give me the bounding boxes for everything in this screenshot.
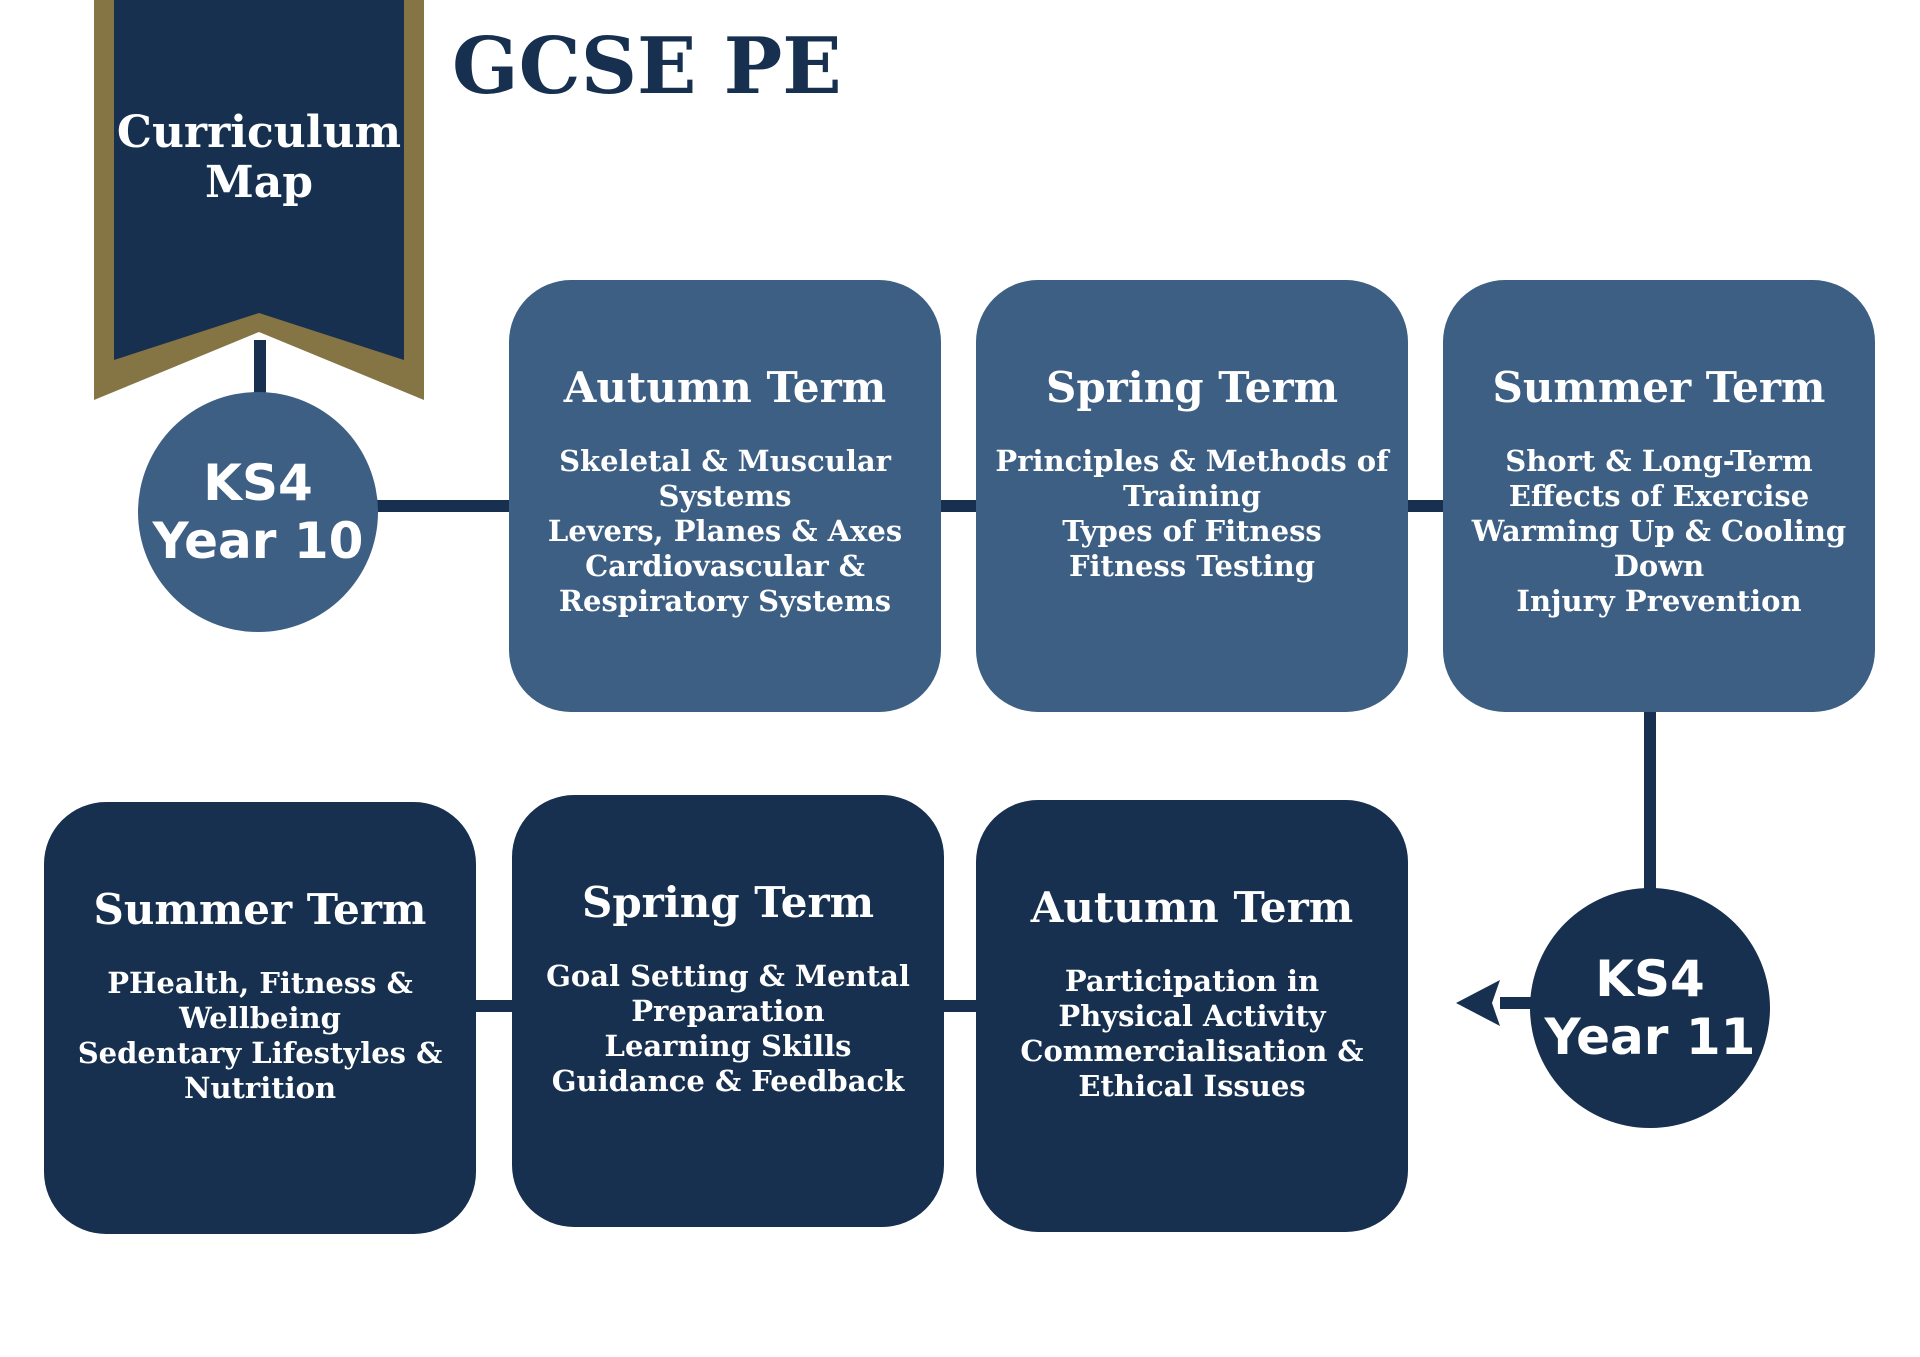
topic-line: Respiratory Systems	[558, 584, 892, 618]
year11-stage-circle: KS4 Year 11	[1530, 888, 1770, 1128]
year11-spring-card: Spring Term Goal Setting & Mental Prepar…	[512, 795, 944, 1227]
topic-line: PHealth, Fitness &	[107, 966, 413, 1000]
banner-label: Curriculum Map	[94, 108, 424, 208]
banner-line-1: Curriculum	[116, 107, 402, 158]
year10-spring-card: Spring Term Principles & Methods of Trai…	[976, 280, 1408, 712]
card-title: Spring Term	[1045, 363, 1339, 412]
topic-line: Physical Activity	[1058, 999, 1326, 1033]
topic-line: Sedentary Lifestyles &	[77, 1036, 443, 1070]
card-topics: Short & Long-Term Effects of Exercise Wa…	[1461, 444, 1857, 619]
topic-line: Goal Setting & Mental	[546, 959, 910, 993]
card-topics: Goal Setting & Mental Preparation Learni…	[530, 959, 926, 1099]
card-title: Autumn Term	[1030, 883, 1354, 932]
topic-line: Commercialisation &	[1020, 1034, 1364, 1068]
year10-year-label: Year 10	[152, 512, 364, 570]
curriculum-map-banner	[94, 0, 424, 400]
topic-line: Effects of Exercise	[1508, 479, 1810, 513]
topic-line: Down	[1613, 549, 1705, 583]
card-title: Autumn Term	[563, 363, 887, 412]
topic-line: Types of Fitness	[1062, 514, 1322, 548]
left-arrow-icon	[1456, 980, 1500, 1026]
topic-line: Warming Up & Cooling	[1471, 514, 1847, 548]
card-title: Summer Term	[1492, 363, 1826, 412]
year10-summer-card: Summer Term Short & Long-Term Effects of…	[1443, 280, 1875, 712]
year10-stage-label: KS4	[203, 454, 313, 512]
topic-line: Fitness Testing	[1068, 549, 1316, 583]
banner-line-2: Map	[205, 157, 313, 208]
year10-autumn-card: Autumn Term Skeletal & Muscular Systems …	[509, 280, 941, 712]
topic-line: Preparation	[631, 994, 825, 1028]
topic-line: Principles & Methods of	[995, 444, 1389, 478]
card-topics: Skeletal & Muscular Systems Levers, Plan…	[527, 444, 923, 619]
topic-line: Learning Skills	[604, 1029, 852, 1063]
card-title: Spring Term	[581, 878, 875, 927]
topic-line: Guidance & Feedback	[551, 1064, 905, 1098]
topic-line: Injury Prevention	[1516, 584, 1802, 618]
topic-line: Training	[1122, 479, 1262, 513]
card-topics: PHealth, Fitness & Wellbeing Sedentary L…	[62, 966, 458, 1106]
topic-line: Participation in	[1064, 964, 1320, 998]
topic-line: Wellbeing	[179, 1001, 341, 1035]
card-topics: Principles & Methods of Training Types o…	[994, 444, 1390, 584]
topic-line: Levers, Planes & Axes	[547, 514, 903, 548]
topic-line: Cardiovascular &	[585, 549, 865, 583]
year11-summer-card: Summer Term PHealth, Fitness & Wellbeing…	[44, 802, 476, 1234]
year11-stage-label: KS4	[1595, 950, 1705, 1008]
topic-line: Nutrition	[183, 1071, 337, 1105]
year10-stage-circle: KS4 Year 10	[138, 392, 378, 632]
topic-line: Skeletal & Muscular	[559, 444, 891, 478]
card-topics: Participation in Physical Activity Comme…	[994, 964, 1390, 1104]
card-title: Summer Term	[93, 885, 427, 934]
year11-year-label: Year 11	[1544, 1008, 1756, 1066]
year11-autumn-card: Autumn Term Participation in Physical Ac…	[976, 800, 1408, 1232]
topic-line: Systems	[658, 479, 792, 513]
page-title: GCSE PE	[452, 21, 842, 112]
topic-line: Short & Long-Term	[1505, 444, 1813, 478]
topic-line: Ethical Issues	[1078, 1069, 1306, 1103]
